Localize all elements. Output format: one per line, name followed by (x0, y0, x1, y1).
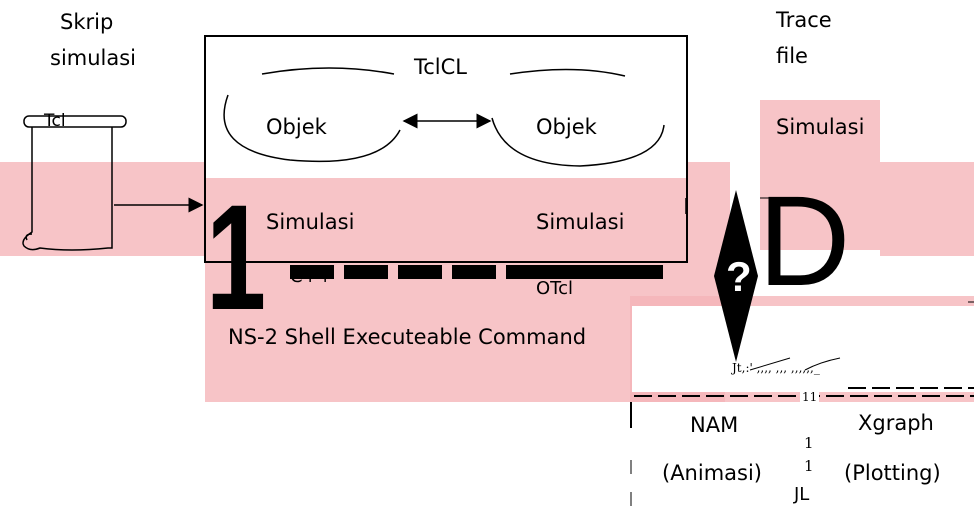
tclcl-title: TclCL (414, 55, 468, 79)
object-left-label: Objek (266, 115, 327, 139)
otcl-label: OTcl (536, 278, 574, 299)
big-d-glyph: D (758, 170, 851, 313)
trace-label-line1: Trace (776, 8, 832, 32)
big-one-glyph: 1 (206, 173, 267, 341)
script-label-line1: Skrip (60, 10, 114, 34)
decision-diamond (714, 190, 758, 362)
nam-label: NAM (690, 413, 739, 437)
question-mark-glyph: ? (726, 253, 752, 300)
overlay-bar-solid (545, 265, 663, 279)
shell-command-label: NS-2 Shell Executeable Command (228, 325, 587, 349)
object-right-label: Objek (536, 115, 597, 139)
nam-sub-label: (Animasi) (662, 461, 762, 485)
trace-simulasi-label: Simulasi (776, 115, 865, 139)
white-patch-lower-right (632, 306, 974, 392)
script-label-line2: simulasi (50, 46, 137, 70)
simulasi-left-label: Simulasi (266, 210, 355, 234)
cpp-label: C++ (290, 266, 333, 287)
mark-11: 11 (800, 390, 820, 404)
object-left-ellipse (261, 67, 395, 75)
pink-band-right-edge (880, 162, 974, 256)
script-scroll-icon (22, 115, 127, 251)
xgraph-label: Xgraph (858, 411, 934, 435)
xgraph-sub-label: (Plotting) (844, 461, 941, 485)
white-patch-main-box (206, 38, 686, 178)
pink-band-trace (760, 100, 880, 250)
mark-jl: JL (794, 484, 810, 505)
object-right-ellipse (509, 68, 626, 77)
mark-1b: 1 (804, 457, 814, 475)
scribble-text: Jt,:' ,,,, ,,, ,,,,,,_ (732, 361, 820, 375)
simulasi-right-label: Simulasi (536, 210, 625, 234)
trace-label-line2: file (776, 44, 808, 68)
scroll-tcl-label: Tcl (44, 111, 66, 131)
tclcl-frame (204, 35, 688, 263)
mark-1a: 1 (804, 434, 814, 452)
